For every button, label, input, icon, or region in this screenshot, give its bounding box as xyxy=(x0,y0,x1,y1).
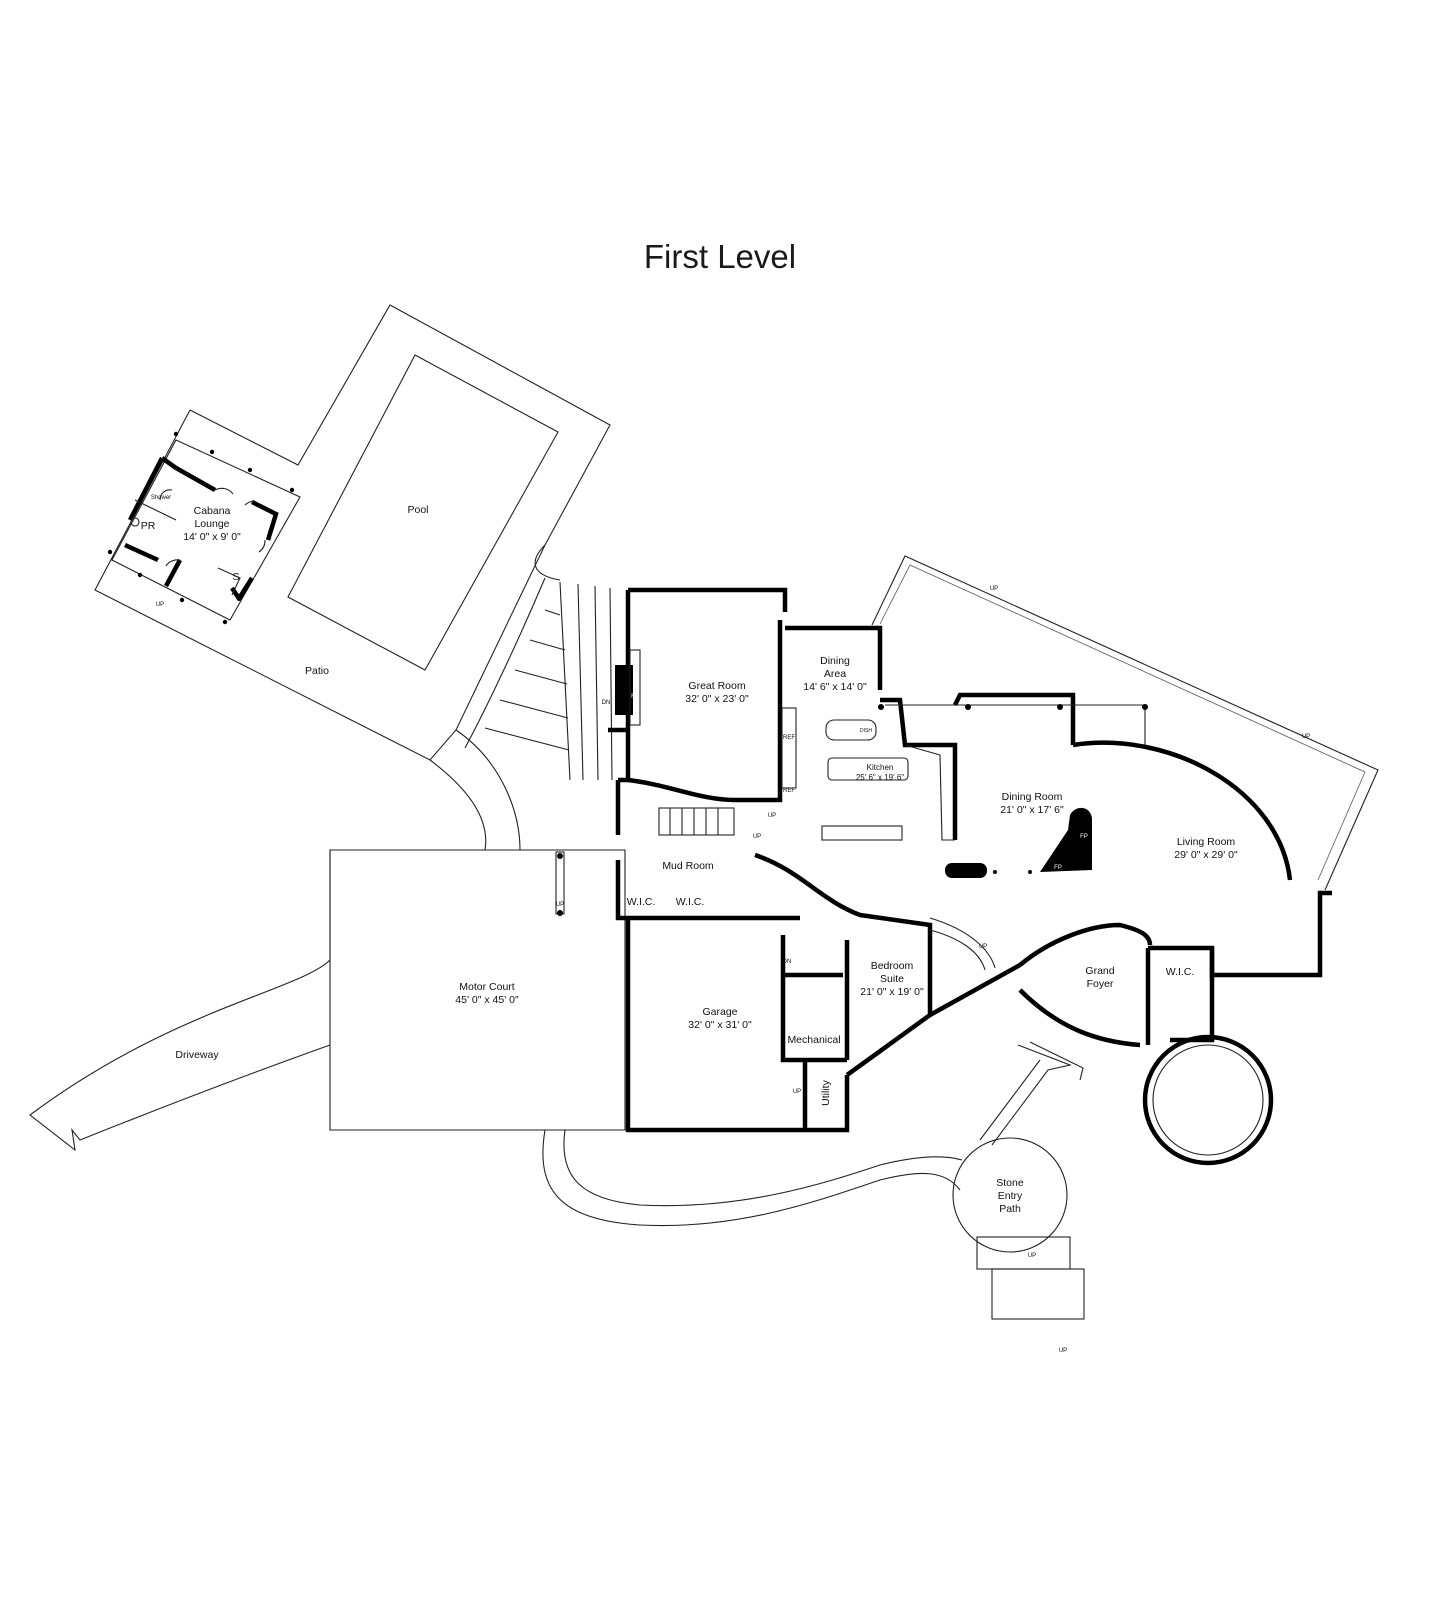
entry-path xyxy=(929,917,1085,1320)
svg-text:Suite: Suite xyxy=(880,973,904,985)
utility-label: Utility xyxy=(820,1079,832,1105)
wic-label-3: W.I.C. xyxy=(1166,966,1195,978)
svg-text:Stone: Stone xyxy=(996,1177,1024,1189)
fireplace-marker-2: FP xyxy=(1080,834,1088,840)
fireplace-marker-great-room: FP xyxy=(631,694,639,700)
motor-court-outline xyxy=(329,849,626,1131)
svg-text:Path: Path xyxy=(999,1203,1021,1215)
up-marker-4: UP xyxy=(768,813,776,819)
svg-text:Lounge: Lounge xyxy=(194,518,229,530)
up-marker-3: UP xyxy=(156,602,164,608)
svg-text:25' 6" x 19' 6": 25' 6" x 19' 6" xyxy=(856,773,904,782)
dish-marker: DISH xyxy=(860,728,872,734)
up-marker-7: UP xyxy=(793,1089,801,1095)
storage-label: S xyxy=(232,571,239,583)
dining-room-label: Dining Room 21' 0" x 17' 6" xyxy=(1000,791,1064,816)
fireplaces xyxy=(945,807,1092,878)
up-marker-10: UP xyxy=(1059,1348,1067,1354)
svg-text:Living Room: Living Room xyxy=(1177,836,1236,848)
svg-text:Dining Room: Dining Room xyxy=(1002,791,1063,803)
ref-marker-1: REF xyxy=(783,735,795,741)
up-marker-8: UP xyxy=(979,944,987,950)
driveway-label: Driveway xyxy=(175,1049,219,1061)
svg-text:32' 0" x 31' 0": 32' 0" x 31' 0" xyxy=(688,1019,752,1031)
svg-text:Area: Area xyxy=(824,668,846,680)
svg-text:Grand: Grand xyxy=(1085,965,1114,977)
living-room-label: Living Room 29' 0" x 29' 0" xyxy=(1174,836,1238,861)
ref-marker-2: REF xyxy=(783,788,795,794)
interior-stairs xyxy=(555,807,735,915)
bedroom-suite-label: Bedroom Suite 21' 0" x 19' 0" xyxy=(860,960,924,998)
svg-text:Cabana: Cabana xyxy=(194,505,231,517)
svg-text:Kitchen: Kitchen xyxy=(867,763,894,772)
pool-label: Pool xyxy=(407,504,428,516)
svg-text:21' 0" x 17' 6": 21' 0" x 17' 6" xyxy=(1000,804,1064,816)
cabana-building xyxy=(107,431,301,625)
wic-label-2: W.I.C. xyxy=(676,896,705,908)
pool-outline xyxy=(287,354,559,671)
svg-text:21' 0" x 19' 0": 21' 0" x 19' 0" xyxy=(860,986,924,998)
svg-text:32' 0" x 23' 0": 32' 0" x 23' 0" xyxy=(685,693,749,705)
svg-text:Entry: Entry xyxy=(998,1190,1023,1202)
kitchen-label: Kitchen 25' 6" x 19' 6" xyxy=(856,763,904,782)
pr-label: PR xyxy=(141,520,156,532)
svg-text:45' 0" x 45' 0": 45' 0" x 45' 0" xyxy=(455,994,519,1006)
up-marker-5: UP xyxy=(753,834,761,840)
round-room-wall xyxy=(1142,1034,1274,1166)
svg-text:29' 0" x 29' 0": 29' 0" x 29' 0" xyxy=(1174,849,1238,861)
fireplace-marker-1: FP xyxy=(1054,865,1062,871)
svg-text:Motor Court: Motor Court xyxy=(459,981,515,993)
shower-label: Shower xyxy=(151,495,171,501)
svg-text:Great Room: Great Room xyxy=(688,680,745,692)
svg-text:Foyer: Foyer xyxy=(1087,978,1114,990)
curved-steps xyxy=(429,577,613,851)
dn-marker-1: DN xyxy=(602,700,611,706)
great-room-label: Great Room 32' 0" x 23' 0" xyxy=(685,680,749,705)
stone-entry-circle xyxy=(952,1137,1068,1253)
svg-text:Garage: Garage xyxy=(702,1006,737,1018)
up-marker-2: UP xyxy=(1302,734,1310,740)
driveway-outline xyxy=(29,850,963,1227)
up-marker-1: UP xyxy=(990,586,998,592)
up-marker-9: UP xyxy=(1028,1253,1036,1259)
stone-entry-label: Stone Entry Path xyxy=(996,1177,1024,1215)
dining-area-label: Dining Area 14' 6" x 14' 0" xyxy=(803,655,867,693)
kitchen-fixtures xyxy=(615,649,955,841)
grand-foyer-label: Grand Foyer xyxy=(1085,965,1114,990)
up-marker-6: UP xyxy=(556,902,564,908)
wic-label-1: W.I.C. xyxy=(627,896,656,908)
svg-text:14' 0" x 9' 0": 14' 0" x 9' 0" xyxy=(183,531,241,543)
motor-court-label: Motor Court 45' 0" x 45' 0" xyxy=(455,981,519,1006)
patio-outline xyxy=(94,304,611,761)
dn-marker-2: DN xyxy=(783,959,792,965)
svg-text:Bedroom: Bedroom xyxy=(871,960,914,972)
mud-room-label: Mud Room xyxy=(662,860,714,872)
cabana-label: Cabana Lounge 14' 0" x 9' 0" xyxy=(183,505,241,543)
svg-text:14' 6" x 14' 0": 14' 6" x 14' 0" xyxy=(803,681,867,693)
mechanical-label: Mechanical xyxy=(787,1034,840,1046)
svg-text:Dining: Dining xyxy=(820,655,850,667)
house-walls xyxy=(608,587,1332,1133)
patio-label: Patio xyxy=(305,665,329,677)
plan-title: First Level xyxy=(643,238,797,275)
garage-label: Garage 32' 0" x 31' 0" xyxy=(688,1006,752,1031)
